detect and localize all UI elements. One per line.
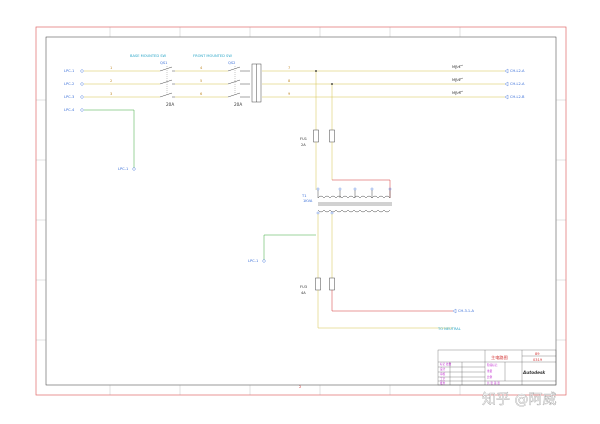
phase-lines bbox=[84, 70, 505, 98]
front-switch-label: FRONT MOUNTED SW bbox=[193, 54, 232, 58]
fuse-label-c: FU3 bbox=[300, 285, 307, 289]
qs1-label: QS1 bbox=[160, 61, 167, 65]
outer-frame bbox=[35, 26, 567, 396]
svg-text:7: 7 bbox=[288, 66, 290, 70]
svg-text:4: 4 bbox=[200, 66, 203, 70]
drawing-number: 0319 bbox=[533, 358, 543, 362]
base-switch-label: BASE MOUNTED SW bbox=[130, 54, 167, 58]
border-ticks bbox=[36, 27, 566, 395]
amp-rating-1: 20A bbox=[166, 102, 174, 107]
svg-text:2: 2 bbox=[110, 79, 112, 83]
inner-frame bbox=[45, 36, 557, 386]
svg-text:1: 1 bbox=[110, 66, 112, 70]
company-name: Autodesk bbox=[522, 370, 545, 375]
output-terminals: MP-1 MP-2 MP-3 CH-L2-A CH-L2-A CH-L2-B bbox=[452, 64, 525, 100]
secondary-ground-label: LPC-1 bbox=[248, 259, 258, 263]
svg-text:阶段标记: 阶段标记 bbox=[487, 363, 498, 367]
control-output-label: CH-3.1-A bbox=[458, 309, 474, 313]
svg-text:2A: 2A bbox=[301, 143, 306, 147]
primary-red-wire bbox=[332, 179, 391, 198]
watermark: 知乎 @阿威 bbox=[482, 391, 556, 408]
svg-text:5: 5 bbox=[200, 79, 202, 83]
svg-text:共 张 第 张: 共 张 第 张 bbox=[487, 381, 500, 385]
drawing-title: 主电路图 bbox=[491, 354, 508, 361]
svg-text:6: 6 bbox=[200, 92, 203, 96]
wire-numbers: 1 2 3 4 5 6 7 8 9 bbox=[110, 66, 291, 96]
pe-label: LPC-1 bbox=[118, 167, 128, 171]
svg-text:批准: 批准 bbox=[440, 381, 446, 385]
sheet-number: 2 bbox=[299, 385, 301, 389]
fuse-lower bbox=[315, 277, 335, 291]
output-lower-wires bbox=[317, 290, 453, 329]
input-label-3: LPC-3 bbox=[64, 95, 74, 99]
pe-wire bbox=[84, 109, 135, 168]
secondary-ground-wire bbox=[263, 234, 316, 260]
sheet-label: 89 bbox=[535, 352, 540, 356]
base-switch bbox=[159, 66, 175, 98]
svg-text:MP-1: MP-1 bbox=[452, 65, 461, 69]
fuse-label-a: FU1 bbox=[300, 137, 307, 141]
transformer-label: T1 bbox=[301, 194, 306, 198]
output-label-2: CH-L2-A bbox=[510, 82, 525, 86]
svg-text:比例: 比例 bbox=[487, 375, 493, 379]
fuse-upper bbox=[313, 129, 335, 143]
svg-text:工艺: 工艺 bbox=[440, 377, 446, 381]
input-label-1: LPC-1 bbox=[64, 69, 74, 73]
input-label-2: LPC-2 bbox=[64, 82, 74, 86]
primary-wires bbox=[315, 142, 333, 190]
output-label-1: CH-L2-A bbox=[510, 69, 525, 73]
control-tap-wires bbox=[315, 71, 333, 130]
svg-text:审核: 审核 bbox=[440, 372, 446, 376]
svg-text:重量: 重量 bbox=[487, 369, 493, 373]
input-terminals: LPC-1 LPC-2 LPC-3 LPC-4 bbox=[64, 69, 84, 112]
svg-text:4A: 4A bbox=[301, 291, 306, 295]
secondary-wires bbox=[317, 214, 333, 278]
svg-text:8: 8 bbox=[288, 79, 291, 83]
svg-text:标记 处数: 标记 处数 bbox=[440, 362, 452, 366]
output-label-3: CH-L2-B bbox=[510, 95, 525, 99]
svg-text:MP-3: MP-3 bbox=[452, 91, 461, 95]
svg-text:MP-2: MP-2 bbox=[452, 78, 461, 82]
svg-text:3: 3 bbox=[110, 92, 112, 96]
neutral-label: TO NEUTRAL bbox=[437, 327, 461, 331]
input-label-4: LPC-4 bbox=[64, 108, 75, 112]
qs2-label: QS2 bbox=[228, 61, 235, 65]
transformer bbox=[317, 190, 392, 213]
svg-text:设计: 设计 bbox=[440, 367, 446, 371]
svg-text:9: 9 bbox=[288, 92, 291, 96]
front-switch bbox=[227, 63, 262, 103]
amp-rating-2: 20A bbox=[234, 102, 242, 107]
title-block bbox=[437, 349, 557, 386]
svg-text:1KVA: 1KVA bbox=[303, 199, 313, 203]
